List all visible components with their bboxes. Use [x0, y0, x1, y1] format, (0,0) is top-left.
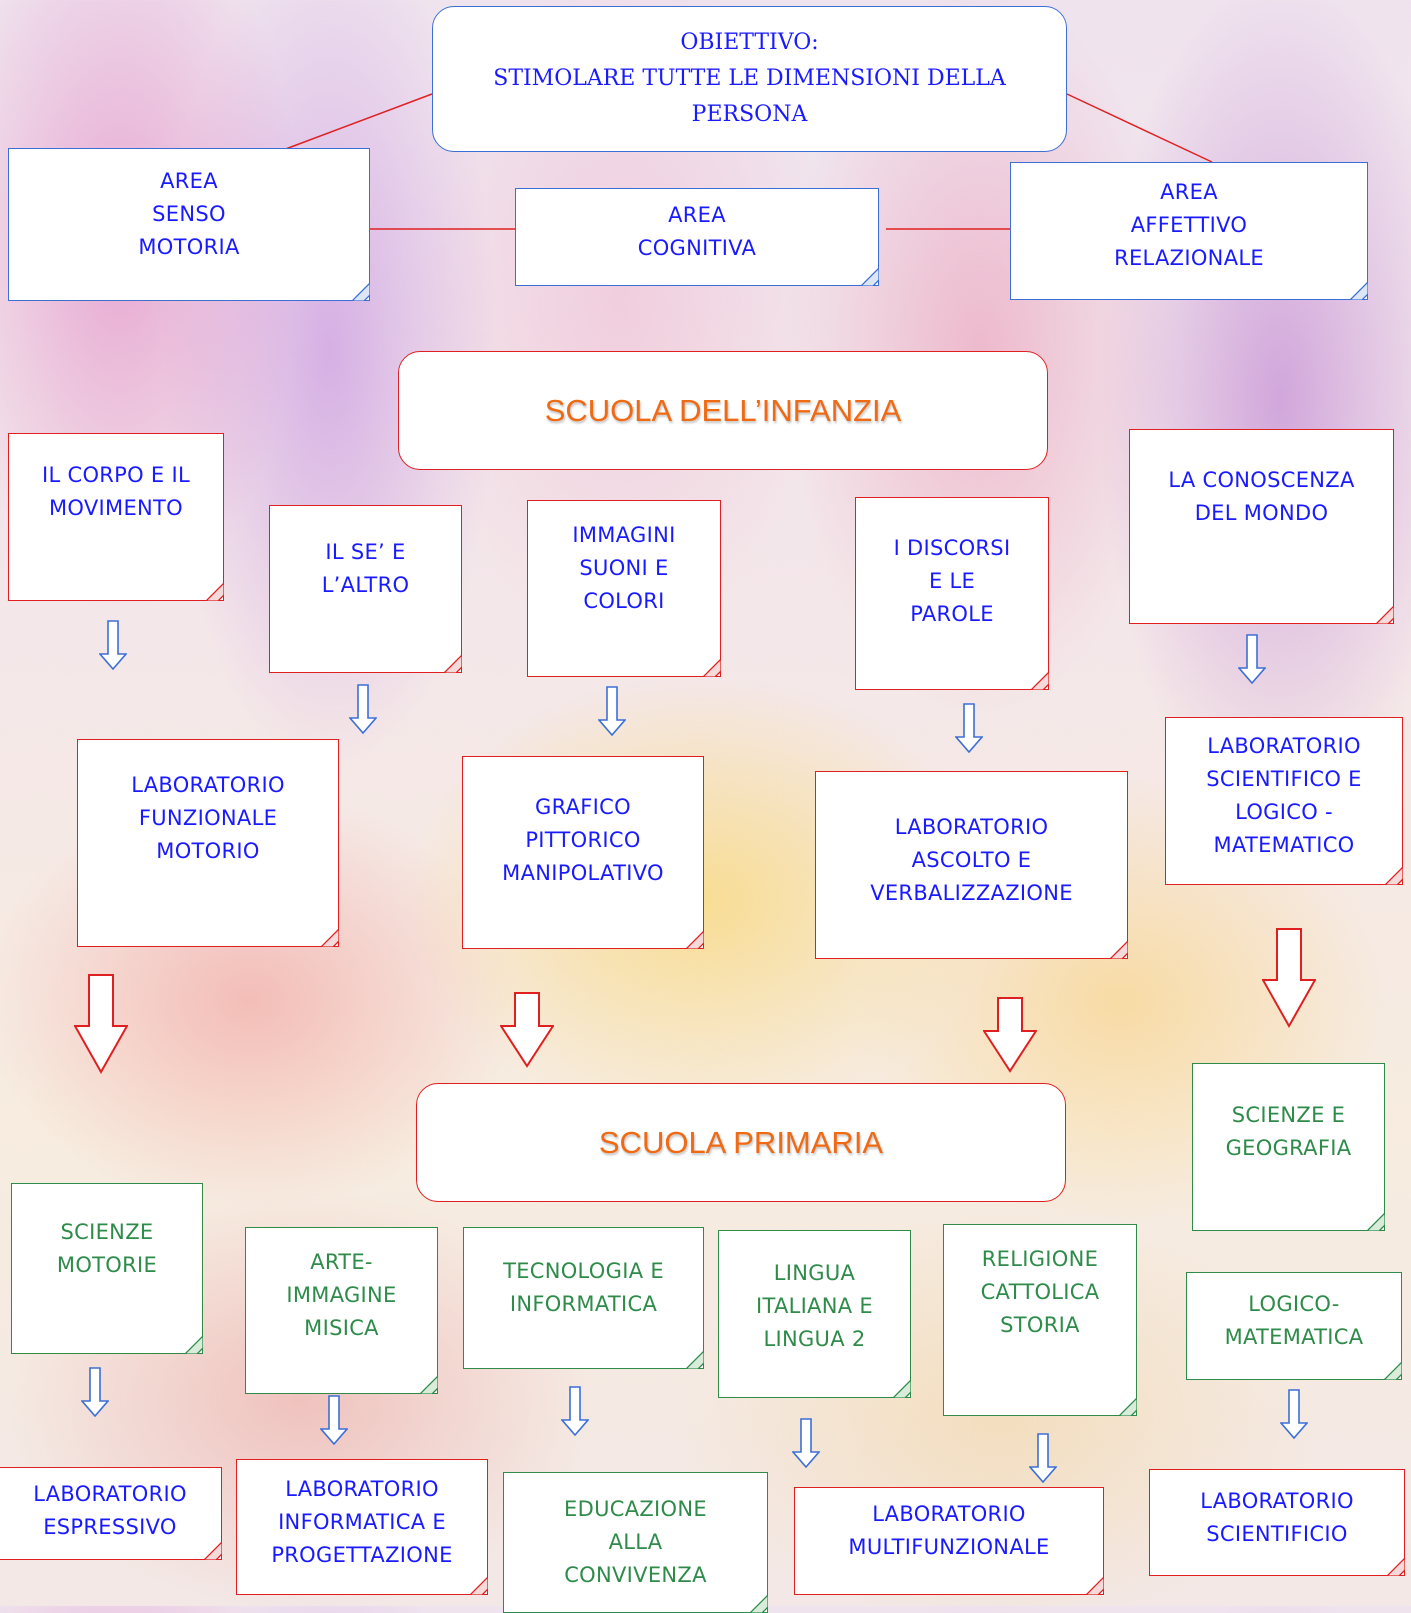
- field-corpo-movimento: IL CORPO E IL MOVIMENTO: [8, 433, 224, 601]
- large-down-arrow-icon: [74, 974, 128, 1074]
- page-fold-icon: [321, 929, 339, 947]
- subject-tecnologia-informatica: TECNOLOGIA E INFORMATICA: [463, 1227, 704, 1369]
- objective-box: OBIETTIVO: STIMOLARE TUTTE LE DIMENSIONI…: [432, 6, 1067, 152]
- subject-label: SCIENZE E GEOGRAFIA: [1225, 1103, 1352, 1160]
- area-affettivo-relazionale-label: AREA AFFETTIVO RELAZIONALE: [1114, 179, 1264, 270]
- lab-multifunzionale: LABORATORIO MULTIFUNZIONALE: [794, 1487, 1104, 1595]
- down-arrow-icon: [792, 1418, 820, 1468]
- lab-funzionale-motorio: LABORATORIO FUNZIONALE MOTORIO: [77, 739, 339, 947]
- lab-label: LABORATORIO SCIENTIFICO E LOGICO - MATEM…: [1206, 734, 1362, 857]
- field-label: IMMAGINI SUONI E COLORI: [572, 523, 676, 613]
- subject-label: SCIENZE MOTORIE: [56, 1219, 158, 1277]
- lab-scientifico-logico: LABORATORIO SCIENTIFICO E LOGICO - MATEM…: [1165, 717, 1403, 885]
- lab-scientificio: LABORATORIO SCIENTIFICIO: [1149, 1469, 1405, 1576]
- subject-logico-matematica: LOGICO- MATEMATICA: [1186, 1272, 1402, 1380]
- field-discorsi-parole: I DISCORSI E LE PAROLE: [855, 497, 1049, 690]
- subject-religione-storia: RELIGIONE CATTOLICA STORIA: [943, 1224, 1137, 1416]
- subject-scienze-geografia: SCIENZE E GEOGRAFIA: [1192, 1063, 1385, 1231]
- page-fold-icon: [686, 931, 704, 949]
- large-down-arrow-icon: [983, 997, 1037, 1073]
- page-fold-icon: [1376, 606, 1394, 624]
- large-down-arrow-icon: [1262, 928, 1316, 1028]
- field-se-altro: IL SE’ E L’ALTRO: [269, 505, 462, 673]
- page-fold-icon: [352, 283, 370, 301]
- lab-label: LABORATORIO MULTIFUNZIONALE: [848, 1502, 1050, 1559]
- lab-label: LABORATORIO FUNZIONALE MOTORIO: [131, 772, 285, 863]
- lab-label: LABORATORIO ESPRESSIVO: [33, 1482, 187, 1539]
- scuola-infanzia-title: SCUOLA DELL’INFANZIA: [398, 351, 1048, 470]
- page-fold-icon: [750, 1595, 768, 1613]
- page-fold-icon: [420, 1376, 438, 1394]
- down-arrow-icon: [1280, 1389, 1308, 1439]
- area-senso-motoria-label: AREA SENSO MOTORIA: [138, 169, 240, 259]
- lab-ascolto-verbalizzazione: LABORATORIO ASCOLTO E VERBALIZZAZIONE: [815, 771, 1128, 959]
- down-arrow-icon: [955, 703, 983, 753]
- area-affettivo-relazionale-box: AREA AFFETTIVO RELAZIONALE: [1010, 162, 1368, 300]
- field-label: LA CONOSCENZA DEL MONDO: [1168, 467, 1355, 525]
- down-arrow-icon: [598, 686, 626, 736]
- page-fold-icon: [1384, 1362, 1402, 1380]
- large-down-arrow-icon: [500, 992, 554, 1068]
- page-fold-icon: [204, 1542, 222, 1560]
- field-label: IL CORPO E IL MOVIMENTO: [42, 463, 190, 520]
- lab-informatica-progettazione: LABORATORIO INFORMATICA E PROGETTAZIONE: [236, 1459, 488, 1595]
- page-fold-icon: [1119, 1398, 1137, 1416]
- page-fold-icon: [703, 659, 721, 677]
- subject-lingua-italiana: LINGUA ITALIANA E LINGUA 2: [718, 1230, 911, 1398]
- lab-label: GRAFICO PITTORICO MANIPOLATIVO: [502, 794, 664, 885]
- subject-label: LOGICO- MATEMATICA: [1224, 1292, 1364, 1349]
- down-arrow-icon: [349, 684, 377, 734]
- field-immagini-suoni-colori: IMMAGINI SUONI E COLORI: [527, 500, 721, 677]
- field-label: IL SE’ E L’ALTRO: [321, 540, 410, 597]
- down-arrow-icon: [561, 1386, 589, 1436]
- page-fold-icon: [1367, 1213, 1385, 1231]
- page-fold-icon: [444, 655, 462, 673]
- area-cognitiva-label: AREA COGNITIVA: [637, 203, 757, 260]
- page-fold-icon: [1350, 282, 1368, 300]
- subject-arte-immagine-musica: ARTE- IMMAGINE MISICA: [245, 1227, 438, 1394]
- subject-label: TECNOLOGIA E INFORMATICA: [503, 1259, 664, 1316]
- lab-grafico-pittorico: GRAFICO PITTORICO MANIPOLATIVO: [462, 756, 704, 949]
- subject-label: ARTE- IMMAGINE MISICA: [286, 1250, 397, 1340]
- area-cognitiva-box: AREA COGNITIVA: [515, 188, 879, 286]
- lab-espressivo: LABORATORIO ESPRESSIVO: [0, 1467, 222, 1560]
- page-fold-icon: [185, 1336, 203, 1354]
- down-arrow-icon: [1029, 1433, 1057, 1483]
- page-fold-icon: [861, 268, 879, 286]
- lab-label: LABORATORIO ASCOLTO E VERBALIZZAZIONE: [870, 814, 1073, 905]
- scuola-primaria-title: SCUOLA PRIMARIA: [416, 1083, 1066, 1202]
- down-arrow-icon: [320, 1395, 348, 1445]
- subject-scienze-motorie: SCIENZE MOTORIE: [11, 1183, 203, 1354]
- lab-label: LABORATORIO SCIENTIFICIO: [1200, 1488, 1354, 1546]
- page-fold-icon: [206, 583, 224, 601]
- page-fold-icon: [1387, 1558, 1405, 1576]
- field-conoscenza-mondo: LA CONOSCENZA DEL MONDO: [1129, 429, 1394, 624]
- page-fold-icon: [893, 1380, 911, 1398]
- page-fold-icon: [1110, 941, 1128, 959]
- down-arrow-icon: [1238, 634, 1266, 684]
- down-arrow-icon: [99, 620, 127, 670]
- page-fold-icon: [686, 1351, 704, 1369]
- page-fold-icon: [1385, 867, 1403, 885]
- lab-educazione-convivenza: EDUCAZIONE ALLA CONVIVENZA: [503, 1472, 768, 1613]
- subject-label: RELIGIONE CATTOLICA STORIA: [980, 1247, 1100, 1337]
- page-fold-icon: [1031, 672, 1049, 690]
- field-label: I DISCORSI E LE PAROLE: [893, 535, 1011, 626]
- area-senso-motoria-box: AREA SENSO MOTORIA: [8, 148, 370, 301]
- subject-label: LINGUA ITALIANA E LINGUA 2: [755, 1261, 874, 1351]
- down-arrow-icon: [81, 1367, 109, 1417]
- page-fold-icon: [1086, 1577, 1104, 1595]
- page-fold-icon: [470, 1577, 488, 1595]
- lab-label: EDUCAZIONE ALLA CONVIVENZA: [564, 1497, 707, 1587]
- lab-label: LABORATORIO INFORMATICA E PROGETTAZIONE: [271, 1476, 453, 1567]
